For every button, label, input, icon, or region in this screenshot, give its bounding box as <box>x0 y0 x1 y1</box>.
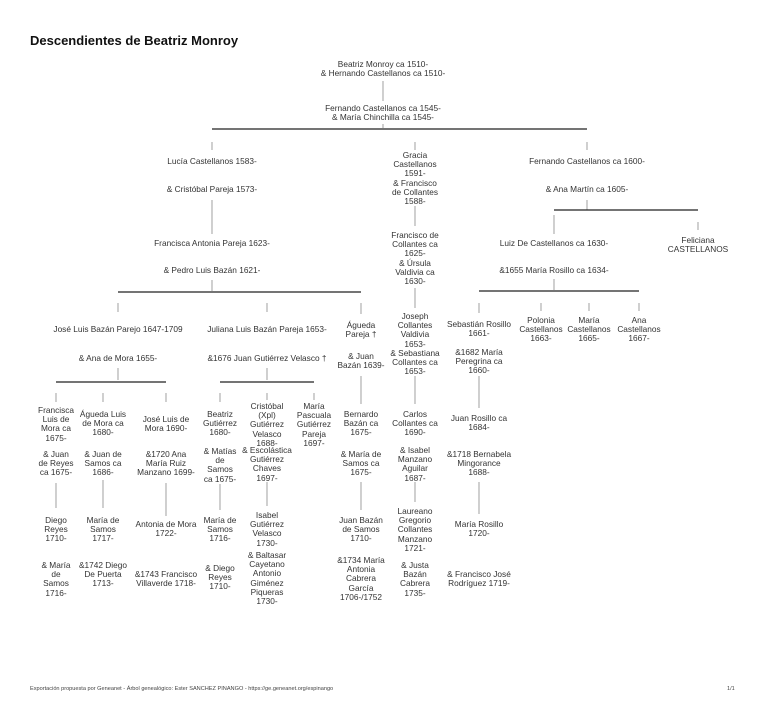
person-polonia-castellanos: Polonia Castellanos 1663- <box>519 315 563 344</box>
spouse-escolastica-gutierrez-chaves: & Escolástica Gutiérrez Chaves 1697- <box>242 445 292 483</box>
spouse-ana-martin: & Ana Martín ca 1605- <box>545 184 629 194</box>
spouse-matias-de-samos: & Matías de Samos ca 1675- <box>203 446 237 484</box>
person-carlos-collantes: Carlos Collantes ca 1690- <box>392 409 438 438</box>
person-cristobal-gutierrez-velasco: Cristóbal (Xpl) Gutiérrez Velasco 1688- <box>249 401 285 448</box>
spouse-maria-de-samos-1716: & María de Samos 1716- <box>41 560 71 598</box>
spouse-maria-antonia-cabrera-garcia: &1734 María Antonia Cabrera García 1706-… <box>337 555 385 602</box>
spouse-maria-de-samos-1675: & María de Samos ca 1675- <box>340 449 382 478</box>
person-maria-de-samos-1717: María de Samos 1717- <box>86 515 120 544</box>
spouse-francisco-villaverde: &1743 Francisco Villaverde 1718- <box>134 569 198 589</box>
person-francisco-de-collantes: Francisco de Collantes ca 1625- & Úrsula… <box>391 230 439 287</box>
person-luiz-de-castellanos: Luiz De Castellanos ca 1630- <box>499 238 609 248</box>
spouse-juan-gutierrez-velasco: &1676 Juan Gutiérrez Velasco † <box>207 353 327 363</box>
person-diego-reyes: Diego Reyes 1710- <box>44 515 68 544</box>
person-maria-pascuala-gutierrez-pareja: María Pascuala Gutiérrez Pareja 1697- <box>296 401 332 448</box>
person-jose-luis-de-mora: José Luis de Mora 1690- <box>142 414 190 434</box>
person-joseph-collantes-valdivia: Joseph Collantes Valdivia 1653- & Sebast… <box>390 311 440 377</box>
person-sebastian-rosillo: Sebastián Rosillo 1661- <box>446 319 512 339</box>
spouse-juan-de-samos: & Juan de Samos ca 1686- <box>84 449 122 478</box>
spouse-bernabela-mingorance: &1718 Bernabela Mingorance 1688- <box>446 449 512 478</box>
person-fernando-castellanos-1545: Fernando Castellanos ca 1545- & María Ch… <box>325 103 441 123</box>
person-isabel-gutierrez-velasco: Isabel Gutiérrez Velasco 1730- <box>249 510 285 548</box>
person-francisca-luis-de-mora: Francisca Luis de Mora ca 1675- <box>38 405 74 443</box>
spouse-maria-rosillo-1634: &1655 María Rosillo ca 1634- <box>499 265 609 275</box>
person-bernardo-bazan: Bernardo Bazán ca 1675- <box>343 409 379 438</box>
person-beatriz-gutierrez: Beatriz Gutiérrez 1680- <box>202 409 238 438</box>
spouse-baltasar-gimenez-piqueras: & Baltasar Cayetano Antonio Giménez Piqu… <box>247 550 287 607</box>
person-juliana-luis-bazan-pareja: Juliana Luis Bazán Pareja 1653- <box>207 324 327 334</box>
spouse-ana-de-mora: & Ana de Mora 1655- <box>78 353 158 363</box>
person-antonia-de-mora: Antonia de Mora 1722- <box>135 519 197 539</box>
person-maria-castellanos: María Castellanos 1665- <box>567 315 611 344</box>
spouse-juan-bazan: & Juan Bazán 1639- <box>337 351 385 371</box>
footer-export-note: Exportación propuesta por Geneanet - Árb… <box>30 686 334 692</box>
spouse-francisco-jose-rodriguez: & Francisco José Rodríguez 1719- <box>447 569 511 589</box>
spouse-pedro-luis-bazan: & Pedro Luis Bazán 1621- <box>163 265 261 275</box>
person-agueda-luis-de-mora: Águeda Luis de Mora ca 1680- <box>79 409 127 438</box>
person-gracia-castellanos: Gracia Castellanos 1591- & Francisco de … <box>391 150 439 207</box>
page-title: Descendientes de Beatriz Monroy <box>30 33 239 48</box>
spouse-juan-de-reyes: & Juan de Reyes ca 1675- <box>38 449 74 478</box>
person-francisca-antonia-pareja: Francisca Antonia Pareja 1623- <box>154 238 270 248</box>
footer-page-number: 1/1 <box>727 686 735 692</box>
person-ana-castellanos: Ana Castellanos 1667- <box>617 315 661 344</box>
spouse-cristobal-pareja: & Cristóbal Pareja 1573- <box>166 184 258 194</box>
spouse-justa-bazan-cabrera: & Justa Bazán Cabrera 1735- <box>400 560 430 598</box>
person-fernando-castellanos-1600: Fernando Castellanos ca 1600- <box>529 156 645 166</box>
spouse-diego-de-puerta: &1742 Diego De Puerta 1713- <box>79 560 127 589</box>
spouse-ana-maria-ruiz-manzano: &1720 Ana María Ruiz Manzano 1699- <box>137 449 195 478</box>
spouse-maria-peregrina: &1682 María Peregrina ca 1660- <box>455 347 503 376</box>
person-maria-de-samos-1716: María de Samos 1716- <box>203 515 237 544</box>
spouse-isabel-manzano-aguilar: & Isabel Manzano Aguilar 1687- <box>397 445 433 483</box>
person-juan-rosillo: Juan Rosillo ca 1684- <box>450 413 508 433</box>
person-jose-luis-bazan-parejo: José Luis Bazán Parejo 1647-1709 <box>53 324 183 334</box>
person-beatriz-monroy: Beatriz Monroy ca 1510- & Hernando Caste… <box>320 59 446 79</box>
person-feliciana-castellanos: Feliciana CASTELLANOS <box>667 235 729 255</box>
person-lucia-castellanos: Lucía Castellanos 1583- <box>167 156 257 166</box>
person-juan-bazan-de-samos: Juan Bazán de Samos 1710- <box>339 515 383 544</box>
person-agueda-pareja: Águeda Pareja † <box>345 320 377 340</box>
person-maria-rosillo-1720: María Rosillo 1720- <box>454 519 504 539</box>
person-laureano-gregorio-collantes: Laureano Gregorio Collantes Manzano 1721… <box>397 506 433 553</box>
spouse-diego-reyes-1710: & Diego Reyes 1710- <box>205 563 235 592</box>
